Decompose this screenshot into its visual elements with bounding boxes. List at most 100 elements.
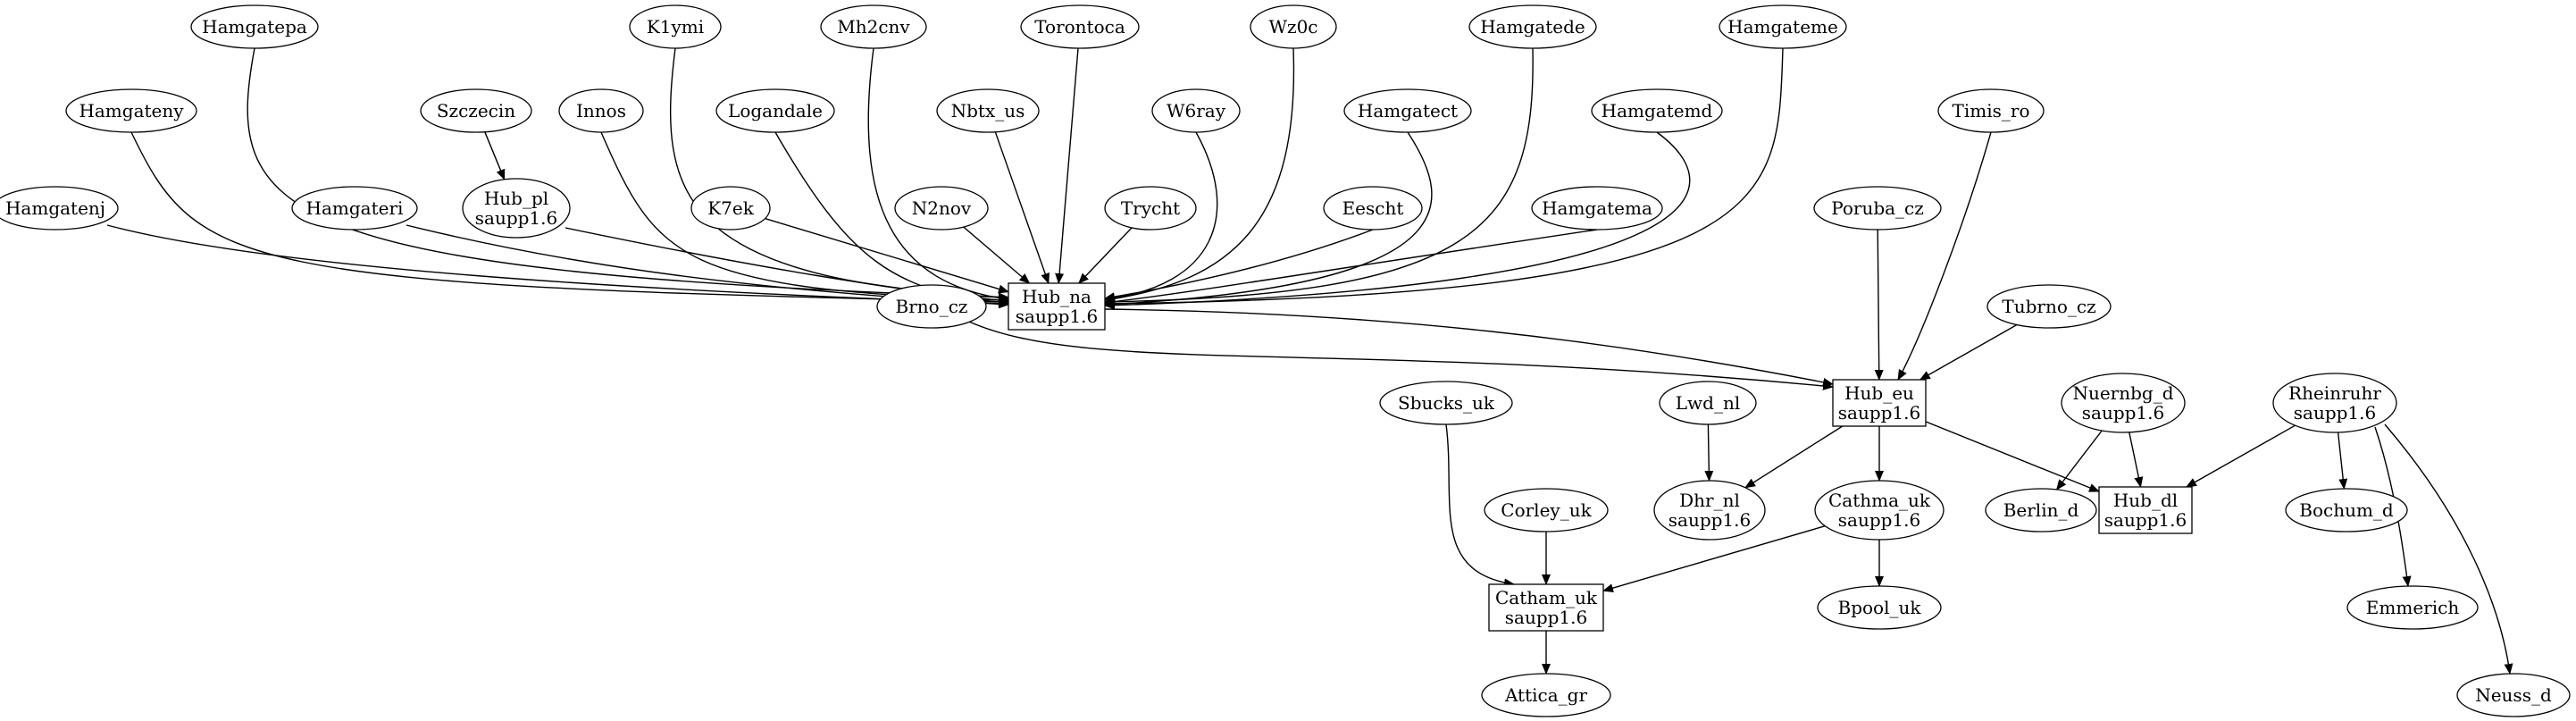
node-label: N2nov bbox=[912, 197, 972, 219]
node-szczecin: Szczecin bbox=[420, 88, 532, 133]
node-ellipse bbox=[1817, 585, 1942, 630]
node-ellipse bbox=[1813, 186, 1942, 231]
edge-hamgatede-to-hub-na bbox=[1104, 47, 1534, 306]
node-label: Emmerich bbox=[2366, 597, 2460, 618]
node-label: Torontoca bbox=[1034, 16, 1125, 38]
node-corley-uk: Corley_uk bbox=[1484, 488, 1609, 532]
node-ellipse bbox=[1343, 88, 1472, 133]
node-k1ymi: K1ymi bbox=[629, 4, 722, 49]
edge-hamgatenj-to-hub-na bbox=[106, 224, 1009, 308]
node-label: Rheinruhr bbox=[2288, 382, 2381, 404]
node-mh2cnv: Mh2cnv bbox=[820, 4, 927, 49]
node-label: Mh2cnv bbox=[837, 16, 910, 38]
node-label: Hamgateri bbox=[306, 197, 404, 219]
edge-n2nov-to-hub-na bbox=[963, 226, 1031, 284]
node-label: K1ymi bbox=[647, 16, 704, 38]
node-box bbox=[1832, 379, 1927, 427]
node-ellipse bbox=[894, 186, 989, 231]
node-timis-ro: Timis_ro bbox=[1937, 88, 2045, 133]
node-hamgateme: Hamgateme bbox=[1719, 4, 1847, 49]
node-label: Berlin_d bbox=[2003, 499, 2079, 521]
node-hamgatemd: Hamgatemd bbox=[1591, 88, 1723, 133]
node-ellipse bbox=[1653, 480, 1766, 541]
node-ellipse bbox=[715, 88, 835, 133]
node-sublabel: saupp1.6 bbox=[2104, 509, 2187, 531]
node-label: Nbtx_us bbox=[951, 100, 1025, 122]
node-box bbox=[2098, 486, 2193, 534]
edge-hub-eu-to-dhr-nl bbox=[1744, 425, 1844, 489]
node-ellipse bbox=[420, 88, 532, 133]
node-label: Brno_cz bbox=[896, 296, 968, 317]
node-tubrno-cz: Tubrno_cz bbox=[1986, 284, 2112, 329]
edge-hamgatemd-to-hub-na bbox=[1104, 131, 1691, 310]
node-label: Wz0c bbox=[1268, 16, 1317, 38]
node-bochum-d: Bochum_d bbox=[2285, 488, 2408, 532]
edge-szczecin-to-hub-pl bbox=[484, 131, 506, 180]
node-sublabel: saupp1.6 bbox=[1838, 402, 1920, 423]
node-ellipse bbox=[1481, 673, 1611, 717]
node-ellipse bbox=[1250, 4, 1337, 49]
node-hamgatema: Hamgatema bbox=[1531, 186, 1663, 231]
node-ellipse bbox=[820, 4, 927, 49]
node-label: Hamgateny bbox=[79, 100, 184, 122]
edge-hub-eu-to-hub-dl bbox=[1925, 421, 2100, 492]
node-label: Bochum_d bbox=[2299, 499, 2394, 521]
node-label: Eescht bbox=[1342, 197, 1404, 219]
node-innos: Innos bbox=[558, 88, 644, 133]
node-wz0c: Wz0c bbox=[1250, 4, 1337, 49]
node-label: Poruba_cz bbox=[1831, 197, 1924, 219]
node-ellipse bbox=[1151, 88, 1241, 133]
edge-torontoca-to-hub-na bbox=[1055, 47, 1079, 284]
node-label: Hub_dl bbox=[2113, 490, 2178, 511]
node-hamgatect: Hamgatect bbox=[1343, 88, 1472, 133]
node-sublabel: saupp1.6 bbox=[1669, 509, 1751, 531]
edge-cathma-uk-to-catham-uk bbox=[1602, 525, 1826, 593]
node-logandale: Logandale bbox=[715, 88, 835, 133]
node-label: Nuernbg_d bbox=[2072, 382, 2173, 404]
node-label: Trycht bbox=[1121, 197, 1180, 219]
node-label: Cathma_uk bbox=[1828, 490, 1931, 511]
node-ellipse bbox=[1323, 186, 1423, 231]
node-sublabel: saupp1.6 bbox=[1016, 306, 1098, 327]
node-ellipse bbox=[629, 4, 722, 49]
edge-nuernbg-d-to-hub-dl bbox=[2129, 432, 2144, 488]
node-ellipse bbox=[1985, 488, 2097, 532]
node-ellipse bbox=[1937, 88, 2045, 133]
node-ellipse bbox=[558, 88, 644, 133]
node-label: Hamgatemd bbox=[1602, 100, 1713, 122]
node-ellipse bbox=[2456, 673, 2571, 717]
node-label: Tubrno_cz bbox=[2002, 296, 2095, 317]
node-ellipse bbox=[0, 186, 119, 231]
edge-trycht-to-hub-na bbox=[1078, 227, 1133, 284]
node-ellipse bbox=[1591, 88, 1723, 133]
edge-rheinruhr-to-hub-dl bbox=[2186, 424, 2296, 488]
edge-tubrno-cz-to-hub-eu bbox=[1919, 323, 2018, 381]
node-hamgatede: Hamgatede bbox=[1468, 4, 1597, 49]
node-n2nov: N2nov bbox=[894, 186, 989, 231]
node-ellipse bbox=[1104, 186, 1197, 231]
node-k7ek: K7ek bbox=[690, 186, 771, 231]
node-w6ray: W6ray bbox=[1151, 88, 1241, 133]
node-ellipse bbox=[690, 186, 771, 231]
edge-hamgateme-to-hub-na bbox=[1104, 47, 1784, 308]
node-neuss-d: Neuss_d bbox=[2456, 673, 2571, 717]
edge-mh2cnv-to-hub-na bbox=[867, 47, 1009, 303]
node-ellipse bbox=[291, 186, 418, 231]
node-sublabel: saupp1.6 bbox=[1838, 509, 1920, 531]
edge-hamgatema-to-hub-na bbox=[1104, 229, 1598, 306]
node-label: Attica_gr bbox=[1504, 684, 1587, 706]
node-box bbox=[1008, 282, 1106, 331]
node-label: Hamgatema bbox=[1542, 197, 1652, 219]
node-ellipse bbox=[1468, 4, 1597, 49]
node-label: Szczecin bbox=[437, 100, 515, 122]
edge-timis-ro-to-hub-eu bbox=[1897, 131, 1992, 381]
node-sublabel: saupp1.6 bbox=[1505, 607, 1587, 628]
edge-hamgateny-to-hub-na bbox=[130, 131, 1009, 306]
